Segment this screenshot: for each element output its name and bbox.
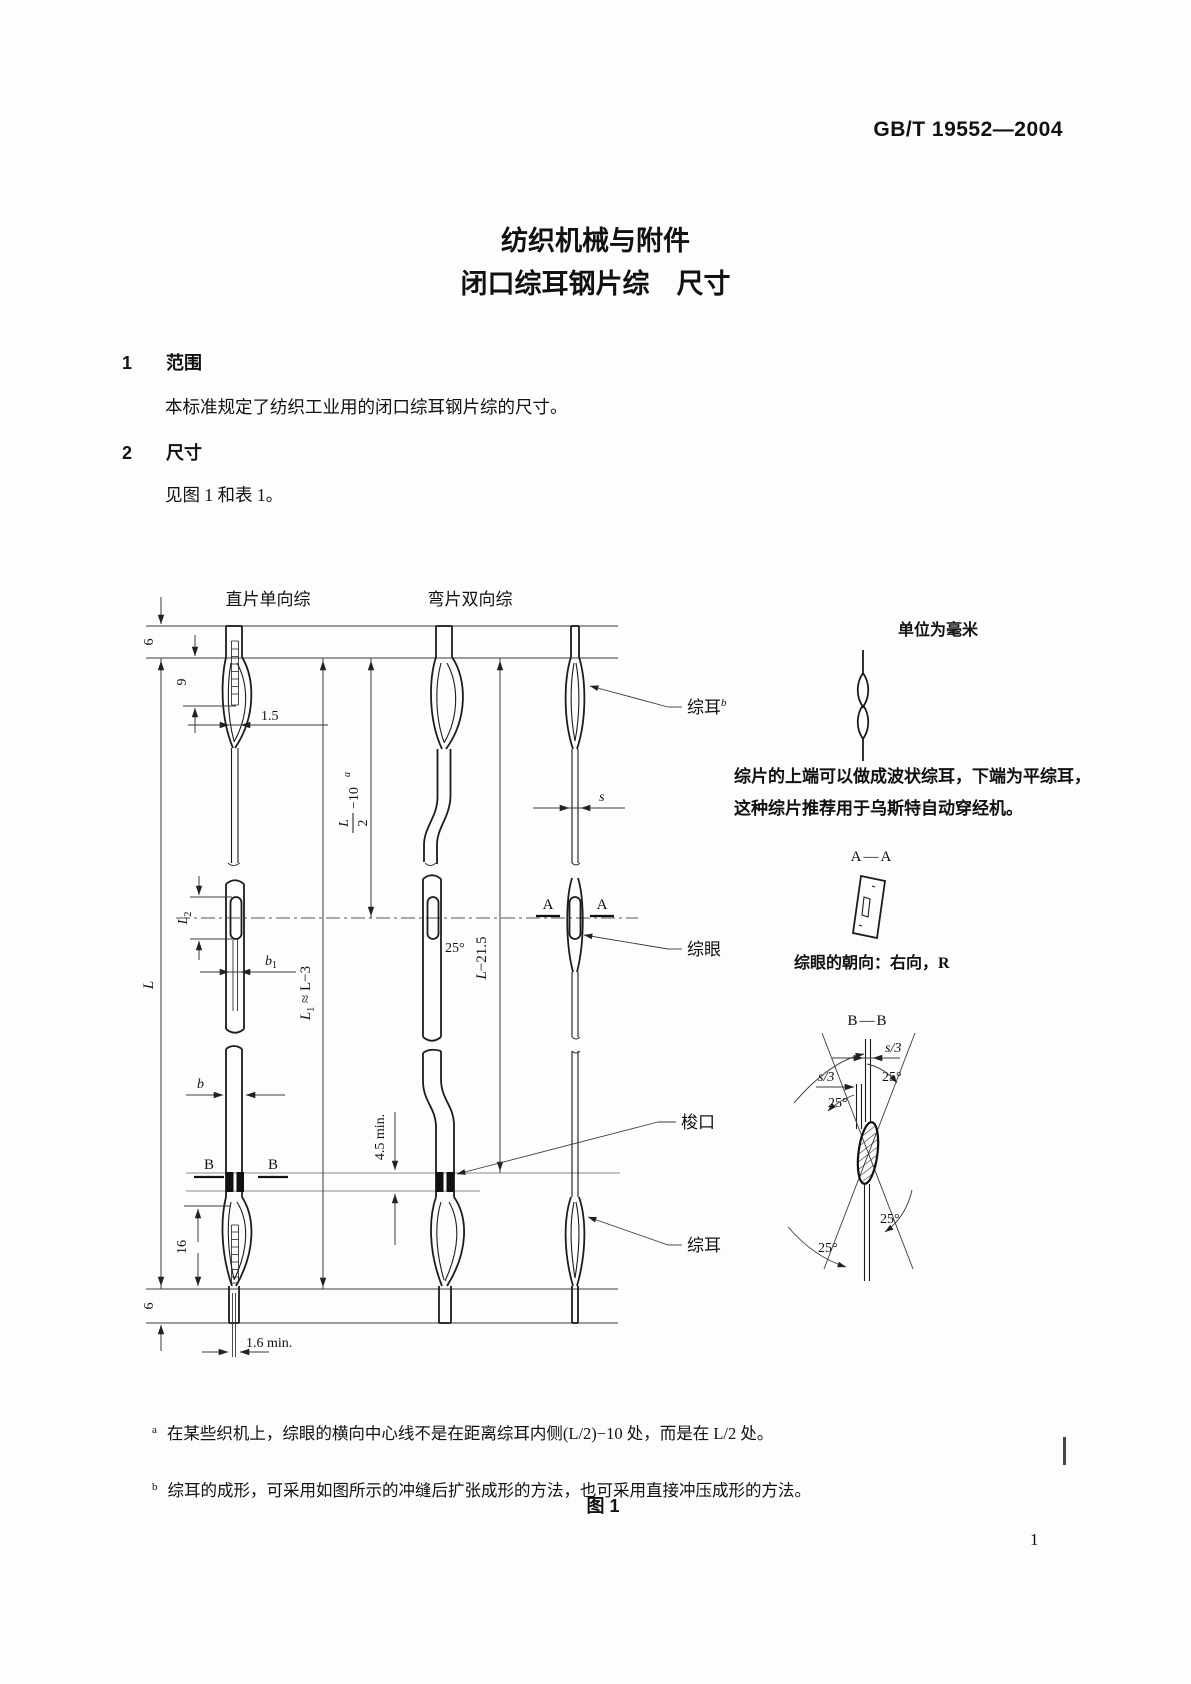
section-1-heading: 1 范围 [122,349,202,375]
dim-s: s [599,790,605,805]
column-1-label: 直片单向综 [226,590,311,609]
callout-shed: 梭口 [681,1113,715,1132]
dim-half-length: L 2 −10 a [337,772,371,833]
section-2-body: 见图 1 和表 1。 [165,485,284,505]
callouts: 综耳b 综眼 梭口 综耳 [456,685,727,1255]
page-number: 1 [1030,1530,1039,1549]
section-1-body: 本标准规定了纺织工业用的闭口综耳钢片综的尺寸。 [165,397,568,417]
dim-L1: L1 ≈ L−3 [298,966,317,1021]
section-mark-A-right: A [597,897,608,913]
svg-text:2: 2 [356,820,371,827]
callout-ear-bottom: 综耳 [687,1236,721,1255]
unit-note: 单位为毫米 [898,620,979,639]
section-2-number: 2 [122,443,133,463]
figure-caption: 图 1 [586,1496,620,1516]
dim-9: 9 [175,679,190,686]
standard-code: GB/T 19552—2004 [873,118,1063,141]
side-note-line-2: 这种综片推荐用于乌斯特自动穿经机。 [734,798,1023,818]
document-title: 纺织机械与附件 闭口综耳钢片综 尺寸 [0,220,1191,306]
dim-16: 16 [175,1240,190,1254]
figure-1-drawing: 直片单向综 弯片双向综 [141,590,1091,1357]
footnote-a-text: 在某些织机上，综眼的横向中心线不是在距离综耳内侧(L/2)−10 处，而是在 L… [166,1424,774,1443]
dimension-lines: 6 L 6 9 1.5 L2 b1 [141,597,625,1356]
dim-25deg-bottom-left: 25° [818,1241,838,1256]
svg-text:a: a [342,772,353,777]
title-line-2: 闭口综耳钢片综 尺寸 [460,269,731,299]
dim-25deg-top-right: 25° [882,1070,902,1085]
section-mark-B-right: B [268,1157,278,1173]
section-2-title: 尺寸 [166,443,202,463]
section-mark-A-left: A [543,897,554,913]
footnote-a: a 在某些织机上，综眼的横向中心线不是在距离综耳内侧(L/2)−10 处，而是在 … [152,1420,1102,1444]
dim-25deg-left: 25° [828,1096,848,1111]
footnote-b-marker: b [152,1480,158,1493]
dim-L: L [141,981,157,990]
footnote-b: b 综耳的成形，可采用如图所示的冲缝后扩张成形的方法，也可采用直接冲压成形的方法。 [152,1477,1102,1501]
dim-6-bottom: 6 [142,1303,157,1310]
dim-1-5: 1.5 [261,709,279,724]
wavy-ear-symbol [856,650,870,761]
callout-ear-top: 综耳b [687,697,727,717]
eye-direction-note: 综眼的朝向：右向，R [794,953,950,972]
view-label-BB: B—B [847,1013,888,1029]
dim-L2: L2 [176,912,194,926]
dim-L-21-5: L−21.5 [474,936,490,980]
view-label-AA: A—A [851,849,894,865]
section-mark-B-left: B [204,1157,214,1173]
dim-b1: b1 [265,954,277,971]
section-bb-detail: s/3 25° s/3 25° 25° 25° [787,1032,916,1281]
change-bar [1063,1437,1066,1465]
section-2-heading: 2 尺寸 [122,439,202,465]
section-1-title: 范围 [166,353,202,373]
heald-strip [564,625,586,1324]
dim-4-5-min: 4.5 min. [373,1114,388,1160]
section-1-number: 1 [122,353,133,373]
heald-straight [221,625,253,1357]
dim-1-6-min: 1.6 min. [246,1336,292,1351]
dim-25deg-eye: 25° [445,941,465,956]
dim-25deg-bottom-right: 25° [880,1212,900,1227]
side-note-line-1: 综片的上端可以做成波状综耳，下端为平综耳， [734,766,1091,786]
svg-text:−10: −10 [347,787,362,809]
footnote-a-marker: a [152,1423,157,1436]
dim-s3-top: s/3 [885,1041,901,1056]
dim-b: b [197,1077,204,1092]
section-aa-shape [851,874,887,940]
dim-6-top: 6 [142,639,157,646]
dim-s3-left: s/3 [818,1070,834,1085]
heald-bent [422,625,465,1324]
frame-rails [146,625,638,1324]
title-line-1: 纺织机械与附件 [501,226,690,256]
svg-text:L: L [337,819,352,828]
callout-eye: 综眼 [687,940,721,959]
footnote-b-text: 综耳的成形，可采用如图所示的冲缝后扩张成形的方法，也可采用直接冲压成形的方法。 [167,1481,812,1500]
column-2-label: 弯片双向综 [428,590,513,609]
